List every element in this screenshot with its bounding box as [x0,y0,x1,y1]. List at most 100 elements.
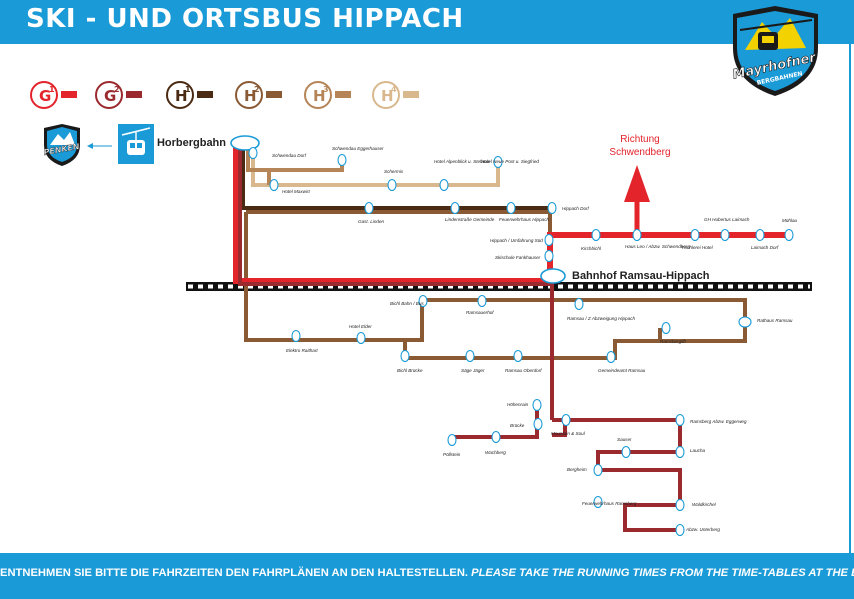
bus-stop-label: Laucha [690,448,706,453]
bus-stop-marker [755,228,765,242]
bus-stop-label: Hotel Maxwirt [282,189,311,194]
legend-superscript: 2 [254,85,260,94]
legend-badge [166,81,194,109]
footer-bar [0,553,854,599]
bus-stop-marker [632,228,642,242]
direction-label-2: Schwendberg [609,147,670,158]
legend-letter: H [313,87,326,105]
bus-stop-label: Hotel Elder [349,324,372,329]
bus-stop-label: Pöllstein [443,452,461,457]
arrow-left-icon [87,143,112,149]
legend-superscript: 4 [391,85,397,94]
bus-stop-marker [506,201,516,215]
gondola-lift-icon [118,124,154,164]
railway-track [186,282,812,291]
bus-stop-marker [491,430,501,444]
bus-stop-marker [477,294,487,308]
bus-stop-marker [591,228,601,242]
legend-letter: G [104,87,116,105]
bus-stop-marker [675,523,685,537]
bus-stop-label: Lindenstraße Gemeinde [445,217,495,222]
footer-note-de: ENTNEHMEN SIE BITTE DIE FAHRZEITEN DEN F… [0,567,469,579]
bus-stop-marker [450,201,460,215]
bus-stop-marker [248,146,258,160]
bus-stop-marker [593,463,603,477]
page-title: SKI - UND ORTSBUS HIPPACH [26,4,464,34]
bus-stop-marker [561,413,571,427]
bus-stop-marker [690,228,700,242]
bus-stop-label: Wachberg [485,450,506,455]
legend-swatch [403,91,419,98]
penken-logo: PENKEN [43,124,81,166]
legend-badge [235,81,263,109]
legend-badge [95,81,123,109]
legend-letter: H [244,87,257,105]
bus-stop-label: Elektro Raithart [286,348,318,353]
bus-stop-label: Laimach Dorf [751,245,779,250]
legend-item-g1: G1 [30,81,77,109]
bus-stop-label: Hotel Neue Post u. Siegfried [481,159,539,164]
bus-stop-marker [493,155,503,169]
bus-stop-marker [784,228,794,242]
bus-stop-marker [364,201,374,215]
route-g2-ramsberg [552,418,682,532]
legend-swatch [126,91,142,98]
bus-stop-marker [675,413,685,427]
bus-stop-label: Bahnhof Ramsau-Hippach [572,270,710,282]
bus-stop-label: Rathaus Ramsau [757,318,793,323]
bus-stop-marker [621,445,631,459]
bus-stop-label: Hotel Alpenblick u. Stefanie [434,159,490,164]
bus-stop-label: Ramsauerhof [466,310,494,315]
bus-stop-marker [540,268,566,284]
bus-stop-label: Bergheim [567,467,587,472]
footer-note: ENTNEHMEN SIE BITTE DIE FAHRZEITEN DEN F… [0,567,854,579]
bus-stop-label: Gemeindeamt Ramsau [598,368,646,373]
bus-stop-label: Schermis [384,169,404,174]
legend-swatch [335,91,351,98]
legend-badge [304,81,332,109]
legend-superscript: 2 [114,85,120,94]
bus-stop-label: Brücke [510,423,525,428]
map-frame [0,44,851,553]
bus-stop-marker [533,417,543,431]
legend-swatch [61,91,77,98]
route-h2-lower [244,212,747,342]
bus-stop-label: Mühlau [782,218,798,223]
bus-stop-label: GH Hubertus Laimach [704,217,750,222]
bus-stop-marker [447,433,457,447]
legend-letter: G [39,87,51,105]
bus-stop-label: Sauser [617,437,632,442]
bus-stop-marker [574,297,584,311]
legend-letter: H [381,87,394,105]
bus-stop-label: Ramsau Oberdorf [505,368,542,373]
bus-stop-label: Bichl Brücke [397,368,423,373]
route-h2-south [403,322,747,360]
bus-stop-marker [661,321,671,335]
bus-stop-marker [356,331,366,345]
legend-badge [30,81,58,109]
bus-stop-label: Abzw. Unterberg [685,527,720,532]
bus-stop-marker [532,398,542,412]
bus-stop-label: Ramsberglift [660,339,687,344]
bus-stop-label: Feuerwehrhaus Ramsberg [582,501,637,506]
bus-stop-marker [230,135,260,151]
bus-stop-label: Ramsau / Z Abzweigung Hippach [567,316,635,321]
bus-stop-label: Hippach / Umfahrung Süd [490,238,543,243]
legend-item-h2: H2 [235,81,282,109]
bus-stop-marker [675,445,685,459]
bus-stop-label: Tischlerei Hotel [681,245,714,250]
bus-stop-label: Hippach Dorf [562,206,590,211]
bus-stop-marker [720,228,730,242]
bus-stop-label: Feuerwehrhaus Hippach [499,217,549,222]
route-h4 [251,143,500,187]
bus-stop-marker [544,249,554,263]
legend-item-h3: H3 [304,81,351,109]
bus-stop-label: Kirchbichl [581,246,602,251]
bus-stop-label: Waldkirchel [692,502,717,507]
bus-stop-marker [606,350,616,364]
bus-stop-marker [269,178,279,192]
route-h1 [241,143,549,210]
